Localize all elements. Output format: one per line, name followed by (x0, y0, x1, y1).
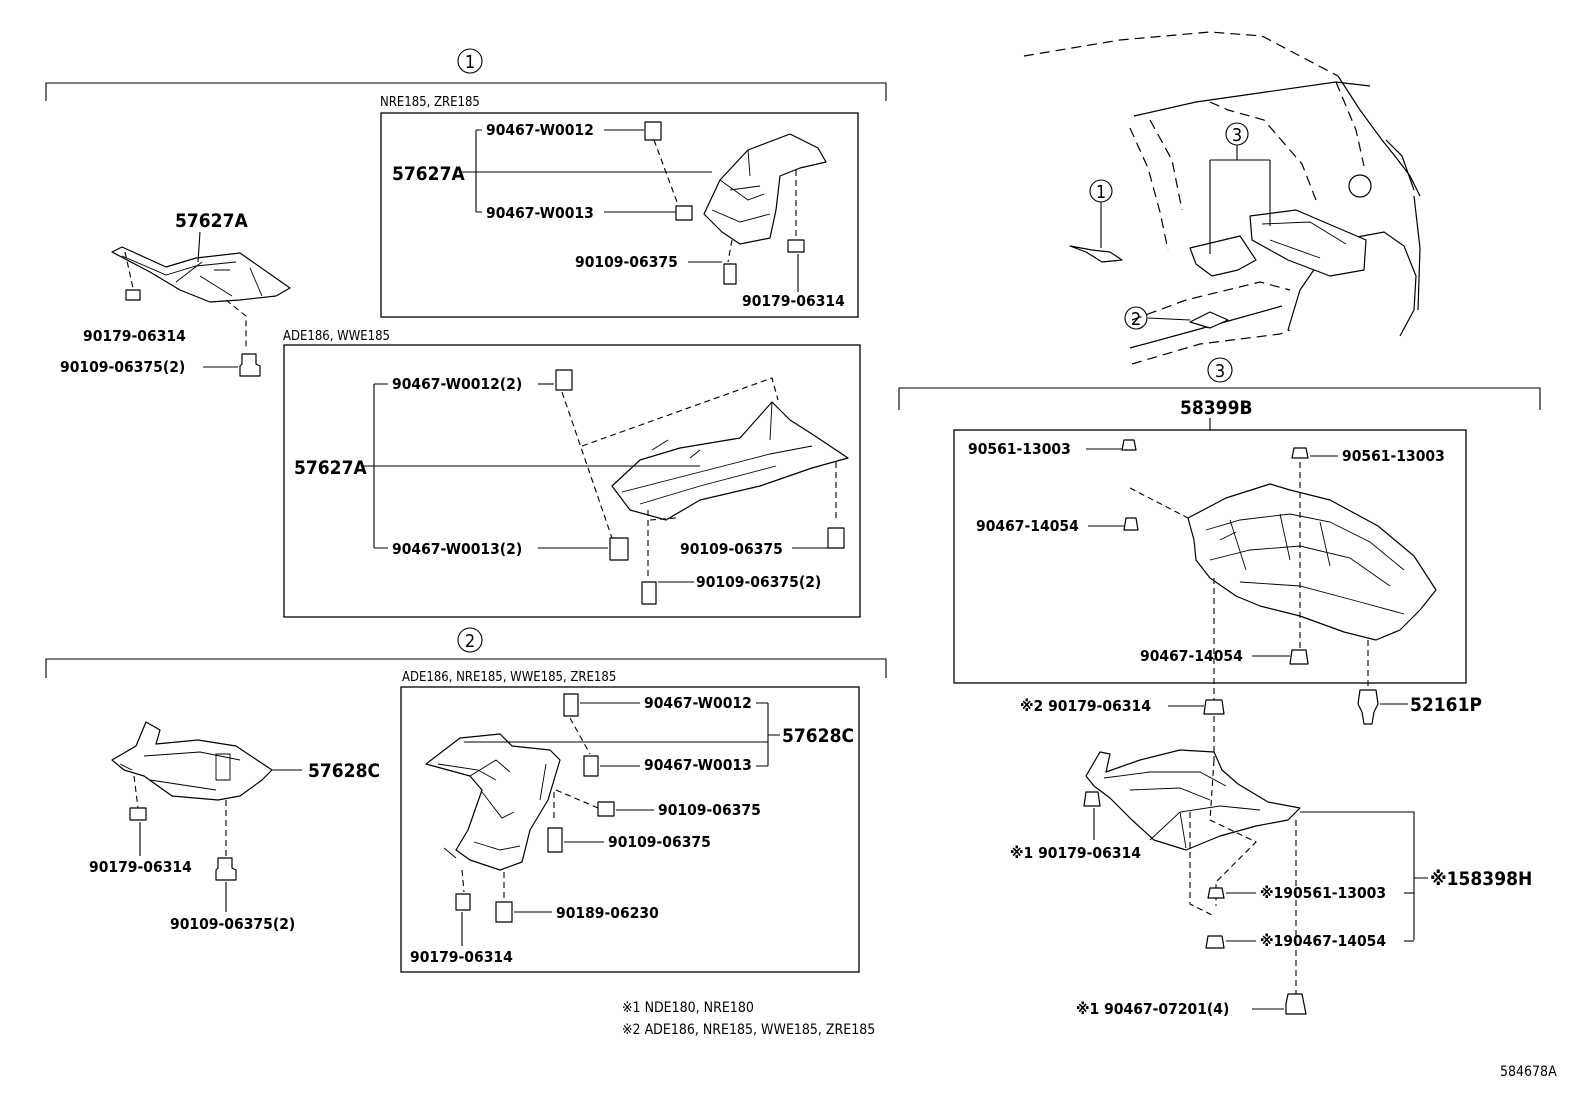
group-2-bracket (45, 658, 887, 678)
label-58398H: ※158398H (1430, 868, 1532, 890)
label-90109-06375x2-g2: 90109-06375(2) (170, 915, 295, 933)
label-90467-W0013x2-g1b: 90467-W0013(2) (392, 540, 522, 558)
label-90179-06314-g2: 90179-06314 (89, 858, 192, 876)
box-g1b (283, 344, 861, 618)
label-57627A-g1a: 57627A (392, 163, 465, 185)
label-90179-06314-g1a: 90179-06314 (742, 292, 845, 310)
callout-1-overview: 1 (1096, 182, 1106, 203)
label-90109-06375x2-g1b: 90109-06375(2) (696, 573, 821, 591)
label-90109-06375-g1b: 90109-06375 (680, 540, 783, 558)
label-90467-W0013-g2: 90467-W0013 (644, 756, 752, 774)
label-90109-06375a-g2: 90109-06375 (658, 801, 761, 819)
variant-g1b: ADE186, WWE185 (283, 329, 390, 344)
variant-g1a: NRE185, ZRE185 (380, 95, 480, 110)
label-90467-14054-b: 90467-14054 (1140, 647, 1243, 665)
diagram-code: 584678A (1500, 1064, 1557, 1080)
label-90561-13003-b: 90561-13003 (1342, 447, 1445, 465)
variant-g2: ADE186, NRE185, WWE185, ZRE185 (402, 670, 616, 685)
label-57628C-left: 57628C (308, 760, 380, 782)
box-g1a (380, 112, 859, 318)
group-1: 1 57627A 90179-06314 90109-06375(2) NRE1… (45, 48, 887, 618)
group-2: 2 57628C 90179-06314 90109-06375(2) ADE1… (45, 627, 887, 973)
label-90109-06375b-g2: 90109-06375 (608, 833, 711, 851)
clip-52161P (1357, 689, 1379, 725)
label-90467-14054-a: 90467-14054 (976, 517, 1079, 535)
part-57628C-left (111, 721, 302, 881)
box-58399B (953, 429, 1467, 684)
vehicle-overview: 1 2 3 (1023, 31, 1421, 365)
group-1-bracket (45, 82, 887, 101)
part-58399B (1121, 439, 1437, 704)
part-57627A-g1a (644, 121, 827, 285)
label-90467-W0013-g1a: 90467-W0013 (486, 204, 594, 222)
part-58398H (1083, 716, 1307, 1015)
note-1: ※1 NDE180, NRE180 (622, 1000, 754, 1016)
note-2: ※2 ADE186, NRE185, WWE185, ZRE185 (622, 1022, 875, 1038)
part-57627A-left (111, 231, 291, 377)
label-57627A-left: 57627A (175, 210, 248, 232)
part-57628C-g2 (425, 693, 615, 923)
callout-1: 1 (465, 52, 475, 73)
label-90109-06375-g1a: 90109-06375 (575, 253, 678, 271)
label-90561-13003-a: 90561-13003 (968, 440, 1071, 458)
label-90467-W0012-g2: 90467-W0012 (644, 694, 752, 712)
callout-2: 2 (465, 631, 475, 652)
callout-3-overview: 3 (1232, 125, 1242, 146)
label-s1-90561-13003: ※190561-13003 (1260, 884, 1386, 902)
callout-3: 3 (1215, 361, 1225, 382)
group-3: 3 58399B 90561-13003 90561-13003 90467-1… (898, 357, 1541, 1018)
callout-2-overview: 2 (1131, 309, 1141, 330)
label-s1-90179-06314: ※1 90179-06314 (1010, 844, 1141, 862)
label-90179-06314-g1: 90179-06314 (83, 327, 186, 345)
label-s1-90467-14054: ※190467-14054 (1260, 932, 1386, 950)
label-57627A-g1b: 57627A (294, 457, 367, 479)
label-90189-06230-g2: 90189-06230 (556, 904, 659, 922)
box-g2 (400, 686, 860, 973)
group-3-bracket (898, 387, 1541, 410)
label-90109-06375x2-g1: 90109-06375(2) (60, 358, 185, 376)
label-90467-W0012x2-g1b: 90467-W0012(2) (392, 375, 522, 393)
label-s1-90467-07201x4: ※1 90467-07201(4) (1076, 1000, 1229, 1018)
label-90467-W0012-g1a: 90467-W0012 (486, 121, 594, 139)
label-90179-06314-g2box: 90179-06314 (410, 948, 513, 966)
label-57628C-g2: 57628C (782, 725, 854, 747)
part-57627A-g1b (555, 369, 849, 605)
label-52161P: 52161P (1410, 694, 1482, 716)
label-s2-90179-06314: ※2 90179-06314 (1020, 697, 1151, 715)
label-58399B: 58399B (1180, 397, 1253, 419)
